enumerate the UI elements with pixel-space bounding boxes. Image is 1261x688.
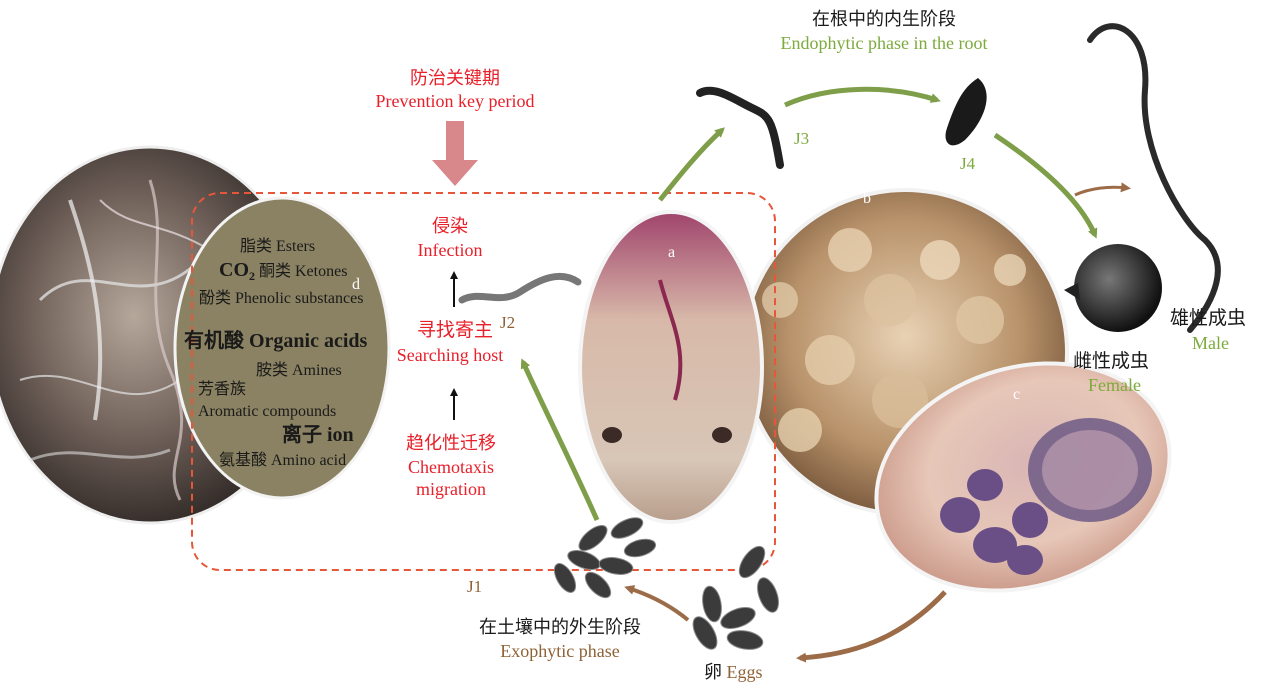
exudate-amino-acid: 氨基酸 Amino acid — [219, 452, 346, 470]
eggs-label: 卵 Eggs — [704, 662, 763, 683]
exudate-organic-acids: 有机酸 Organic acids — [184, 330, 367, 353]
exudate-aromatic-zh: 芳香族 — [198, 381, 246, 399]
searching-host-en-label: Searching host — [380, 345, 520, 366]
j4-nematode-icon — [946, 78, 987, 145]
exudate-phenolic: 酚类 Phenolic substances — [199, 290, 363, 308]
exophytic-phase-zh-label: 在土壤中的外生阶段 — [455, 617, 665, 638]
female-en-label: Female — [1088, 375, 1141, 396]
migration-en-label: migration — [386, 479, 516, 500]
egg-cluster-eggs — [688, 542, 782, 653]
endophytic-phase-en-label: Endophytic phase in the root — [734, 33, 1034, 54]
panel-c-label: c — [1013, 386, 1020, 404]
male-en-label: Male — [1192, 333, 1229, 354]
exudate-co2-ketones: CO2 酮类 Ketones — [219, 259, 347, 284]
exudate-aromatic-en: Aromatic compounds — [198, 403, 336, 421]
j3-label: J3 — [794, 129, 809, 149]
exudate-ion: 离子 ion — [282, 424, 354, 447]
male-zh-label: 雄性成虫 — [1170, 308, 1246, 330]
prevention-zh-label: 防治关键期 — [380, 68, 530, 89]
arrow-j4-to-female — [995, 135, 1095, 235]
prevention-arrow — [432, 121, 478, 186]
eggs-en: Eggs — [727, 662, 763, 682]
j3-nematode-icon — [700, 91, 780, 165]
eggs-zh: 卵 — [704, 662, 722, 682]
arrow-eggs-to-j1 — [628, 588, 688, 620]
chemotaxis-en-label: Chemotaxis — [386, 457, 516, 478]
chemotaxis-zh-label: 趋化性迁移 — [386, 433, 516, 454]
exudate-co2-subscript: 2 — [249, 269, 255, 283]
j1-label: J1 — [467, 577, 482, 597]
arrow-root-to-j3 — [660, 130, 722, 200]
female-nematode-icon — [1064, 244, 1162, 332]
exophytic-phase-en-label: Exophytic phase — [470, 641, 650, 662]
j2-nematode-icon — [462, 276, 578, 300]
j2-label: J2 — [500, 313, 515, 333]
infection-en-label: Infection — [390, 240, 510, 261]
exudate-amines: 胺类 Amines — [256, 362, 342, 380]
infection-zh-label: 侵染 — [400, 216, 500, 237]
female-zh-label: 雌性成虫 — [1073, 351, 1149, 373]
arrow-j3-to-j4 — [785, 89, 937, 105]
prevention-en-label: Prevention key period — [345, 91, 565, 112]
endophytic-phase-zh-label: 在根中的内生阶段 — [784, 9, 984, 30]
arrow-female-to-eggs — [800, 592, 945, 658]
panel-a-label: a — [668, 244, 675, 262]
j4-label: J4 — [960, 154, 975, 174]
egg-cluster-j1 — [550, 514, 657, 602]
arrow-j4-to-male — [1075, 187, 1127, 195]
exudate-esters: 脂类 Esters — [240, 238, 315, 256]
exudate-ketones: 酮类 Ketones — [259, 263, 347, 280]
searching-host-zh-label: 寻找寄主 — [395, 320, 515, 342]
panel-b-label: b — [863, 190, 871, 208]
exudate-co2: CO — [219, 259, 249, 281]
